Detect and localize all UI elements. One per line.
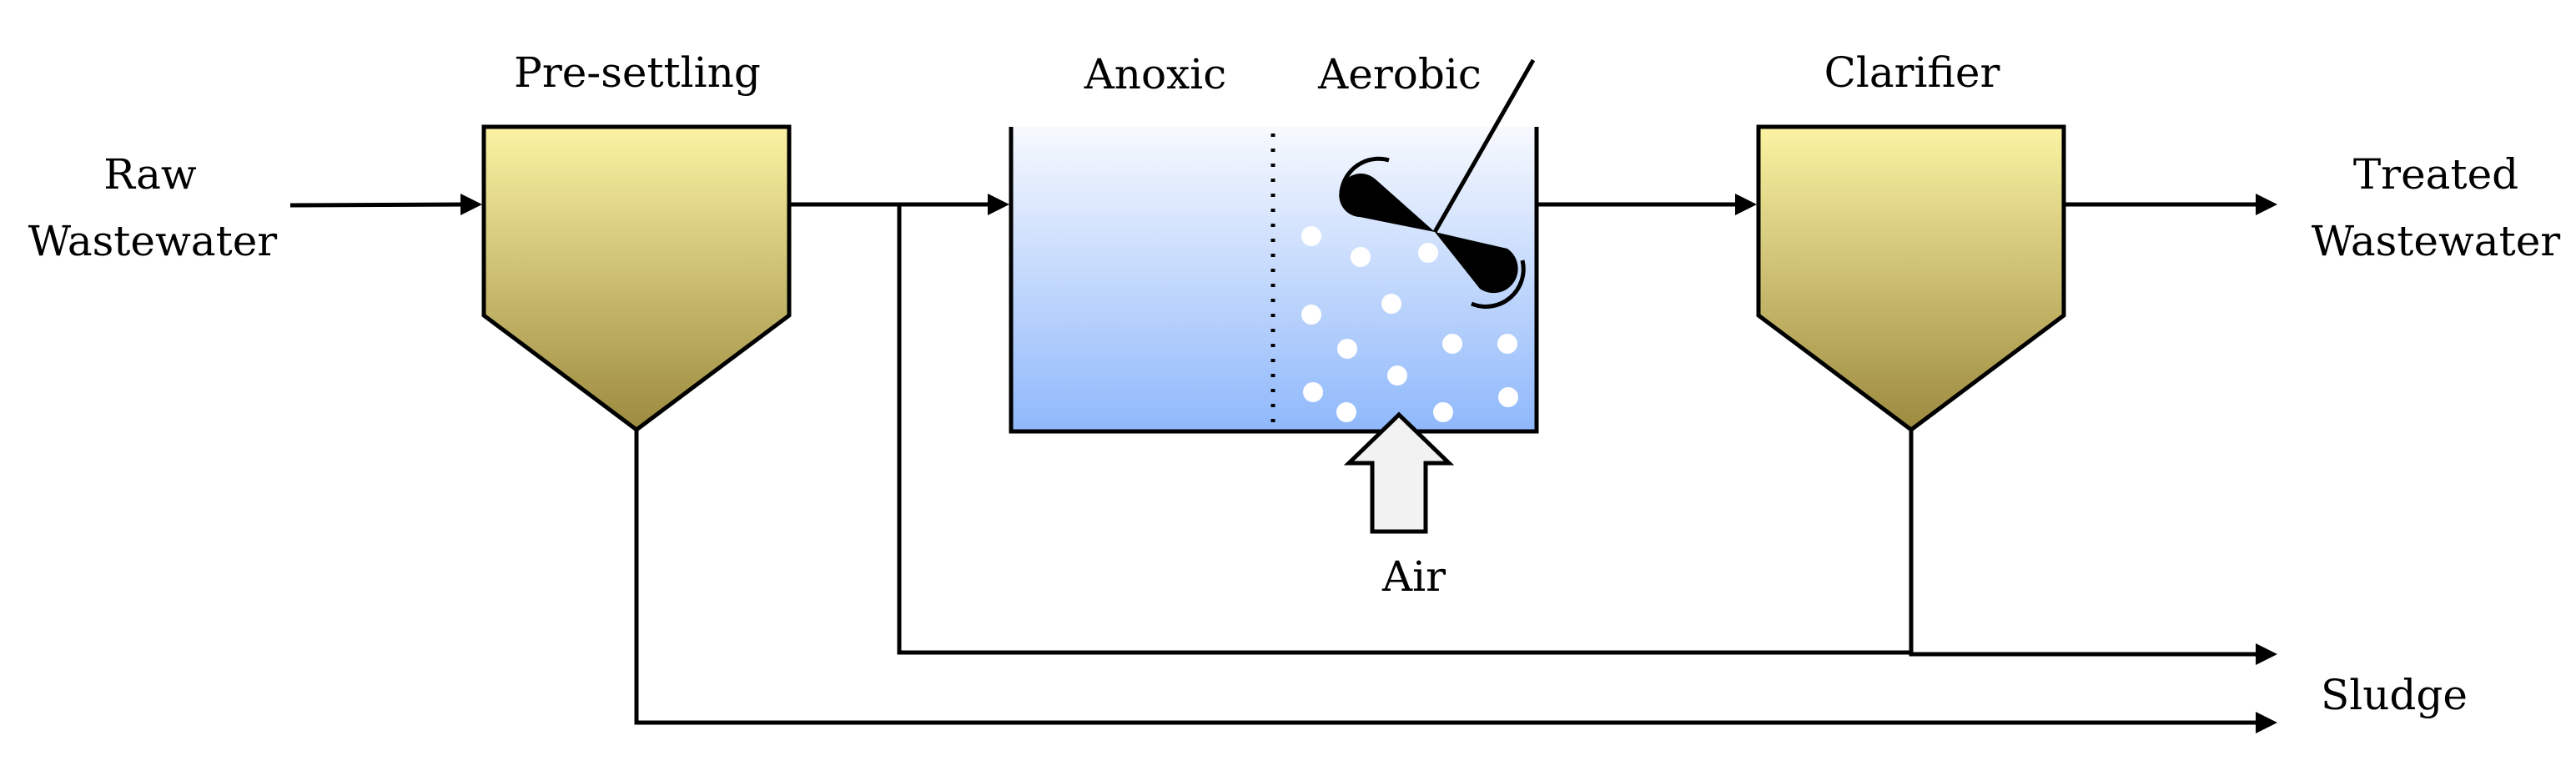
clarifier-label: Clarifier — [1824, 48, 2000, 97]
flow-lines — [289, 194, 2277, 733]
aerobic-zone-label: Aerobic — [1317, 50, 1482, 98]
clarifier-tank — [1756, 124, 2066, 433]
anoxic-zone-label: Anoxic — [1084, 50, 1227, 98]
treated-wastewater-label-line2: Wastewater — [2312, 217, 2560, 265]
raw-wastewater-label-line1: Raw — [103, 150, 197, 199]
treated-wastewater-label-line1: Treated — [2353, 150, 2518, 199]
presettling-tank — [481, 124, 792, 433]
bioreactor-tank-walls — [1009, 127, 1539, 434]
bioreactor-tank-fill — [1011, 127, 1537, 431]
raw-wastewater-label-line2: Wastewater — [28, 217, 277, 265]
mixer-impeller-icon — [1339, 58, 1536, 309]
presettling-label: Pre-settling — [514, 48, 761, 97]
sludge-label: Sludge — [2321, 671, 2468, 719]
air-bubbles — [1301, 226, 1518, 422]
air-label: Air — [1381, 552, 1446, 601]
air-input-arrow-icon — [1343, 411, 1455, 534]
